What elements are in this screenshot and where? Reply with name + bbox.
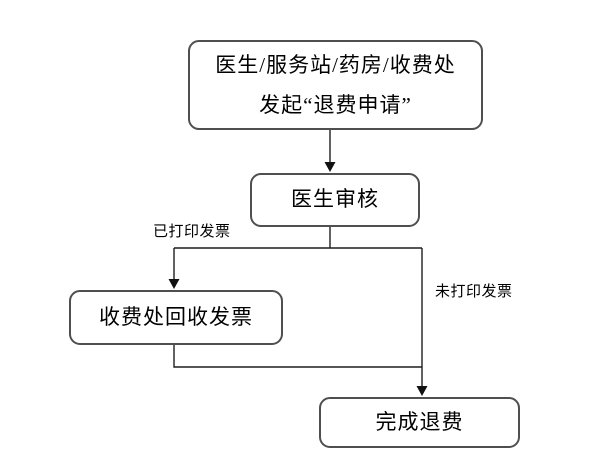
node-complete-refund-label: 完成退费 bbox=[375, 409, 464, 434]
arrowhead-into-recover bbox=[168, 279, 180, 289]
node-complete-refund: 完成退费 bbox=[319, 397, 520, 448]
node-recover-invoice-label: 收费处回收发票 bbox=[99, 304, 253, 329]
edge-review-to-split bbox=[174, 227, 422, 249]
node-recover-invoice: 收费处回收发票 bbox=[69, 290, 283, 345]
arrowhead-into-complete bbox=[416, 386, 428, 396]
node-start-line2: 发起“退费申请” bbox=[259, 93, 412, 117]
edge-recover-to-merge bbox=[173, 345, 422, 368]
node-start-line1: 医生/服务站/药房/收费处 bbox=[215, 53, 456, 77]
node-start-refund-request: 医生/服务站/药房/收费处 发起“退费申请” bbox=[188, 40, 483, 130]
node-doctor-review-label: 医生审核 bbox=[291, 187, 379, 212]
edge-label-invoice-not-printed: 未打印发票 bbox=[435, 284, 513, 300]
node-doctor-review: 医生审核 bbox=[250, 173, 420, 227]
arrowhead-into-review bbox=[324, 162, 336, 172]
edge-label-invoice-printed: 已打印发票 bbox=[153, 224, 231, 240]
